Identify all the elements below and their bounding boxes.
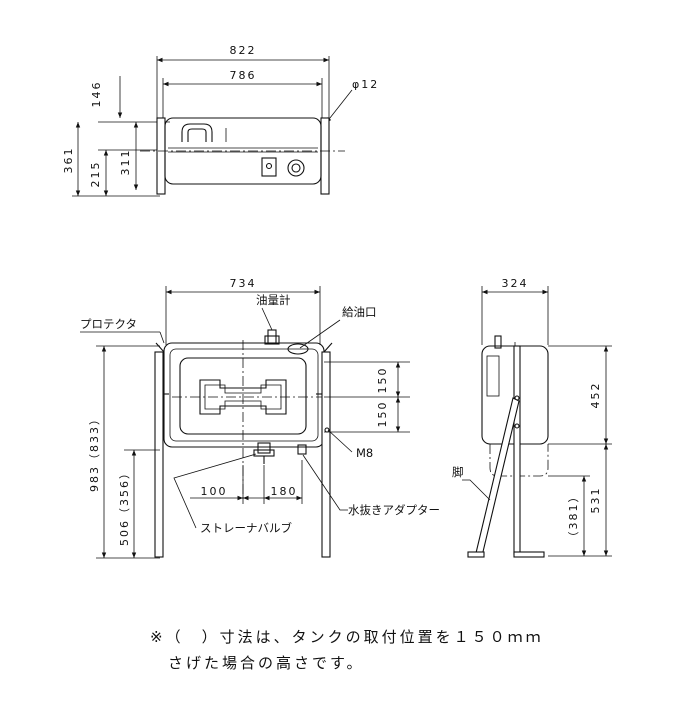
dim-180: 180 [271,485,298,498]
embossed-dumbbell [199,379,287,415]
dim-983-833: 983（833） [88,412,101,492]
dim-786: 786 [230,69,257,82]
label-protector: プロテクタ [80,317,137,331]
dim-361: 361 [62,147,75,174]
dim-150-upper: 150 [376,367,389,394]
left-leg [154,351,164,558]
label-strainer-valve: ストレーナバルブ [200,521,292,535]
filler-port [287,343,309,355]
dim-100: 100 [201,485,228,498]
side-leg-vertical [513,345,521,555]
leader-phi12 [325,89,353,124]
label-drain-adapter: 水抜きアダプター [348,503,440,517]
right-leg [321,351,331,558]
handle-loop [181,123,213,142]
base-plate-right [513,551,545,558]
left-flange [156,117,166,195]
dim-531: 531 [589,487,602,514]
dim-452: 452 [589,382,602,409]
dim-311: 311 [119,149,132,176]
label-filler: 給油口 [342,305,377,319]
dim-phi12: φ12 [352,78,379,91]
right-flange [320,117,330,195]
filler-cap [287,159,305,177]
label-leg: 脚 [452,465,464,479]
front-view: 734 油量計 給油口 プロテクタ [80,277,440,559]
base-plate-left [467,551,485,558]
dim-146: 146 [90,81,103,108]
dim-822: 822 [230,44,257,57]
top-view: 822 786 φ12 146 361 215 311 [62,44,379,197]
note-line-1: ※（ ）寸法は、タンクの取付位置を１５０ｍｍ [150,628,544,646]
dim-324: 324 [502,277,529,290]
strainer-valve [257,442,271,454]
gauge-side [494,335,502,349]
dim-506-356: 506（356） [118,466,131,546]
dim-734: 734 [230,277,257,290]
gauge-fitting [261,157,277,177]
dim-215: 215 [89,161,102,188]
side-view: 324 脚 452 531 （381） [452,277,612,558]
label-oil-gauge: 油量計 [256,293,291,307]
note-line-2: さげた場合の高さです。 [168,654,365,672]
dim-150-lower: 150 [376,401,389,428]
dim-381: （381） [567,490,580,543]
drain-adapter [297,444,307,455]
label-m8: M8 [356,446,373,460]
